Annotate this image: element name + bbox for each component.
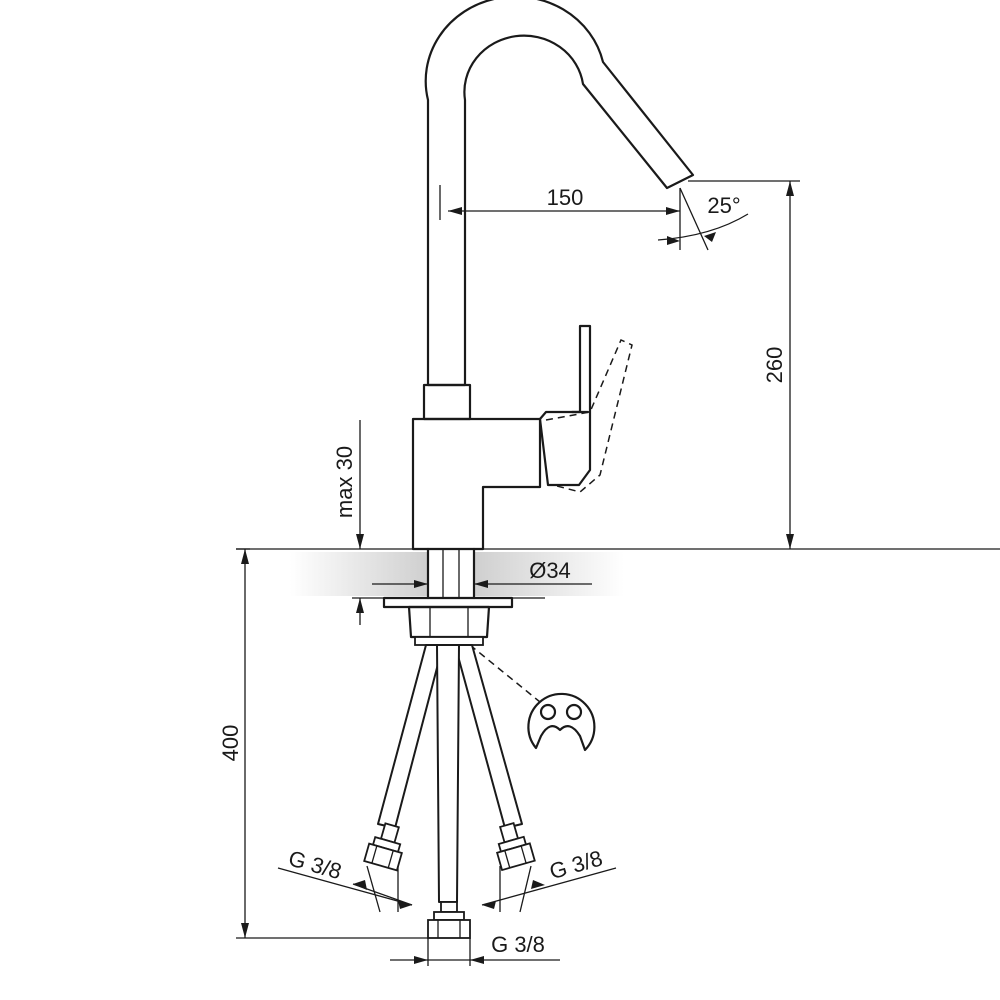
max-thickness-label: max 30: [332, 446, 357, 518]
dimension-max-thickness: max 30: [332, 420, 364, 625]
hose-fitting-center: [427, 901, 471, 939]
spout-angle-label: 25°: [707, 193, 740, 218]
faucet-body: [411, 383, 542, 551]
dimension-hole-diameter: Ø34: [372, 558, 592, 588]
dimension-spout-angle: 25°: [657, 187, 749, 251]
dimension-hose-length: 400: [218, 548, 428, 939]
mounting-nut: [382, 596, 514, 646]
hose-length-label: 400: [218, 725, 243, 762]
dimension-connection-center: G 3/8: [390, 932, 560, 966]
spout-reach-label: 150: [547, 185, 584, 210]
hole-diameter-label: Ø34: [529, 558, 571, 583]
dimension-spout-height: 260: [688, 180, 800, 549]
hose-fitting-left: [363, 822, 403, 872]
countertop: [236, 548, 1000, 599]
flexible-hoses: [377, 644, 523, 903]
dimension-spout-reach: 150: [448, 185, 681, 250]
hose-fitting-right: [495, 821, 536, 872]
connection-center-label: G 3/8: [491, 932, 545, 957]
lever-open-position: [545, 339, 633, 493]
spout-height-label: 260: [762, 347, 787, 384]
horseshoe-clip-detail: [469, 644, 596, 752]
mounting-shank: [426, 547, 476, 600]
spout: [424, 0, 695, 387]
lever-handle: [538, 324, 592, 487]
